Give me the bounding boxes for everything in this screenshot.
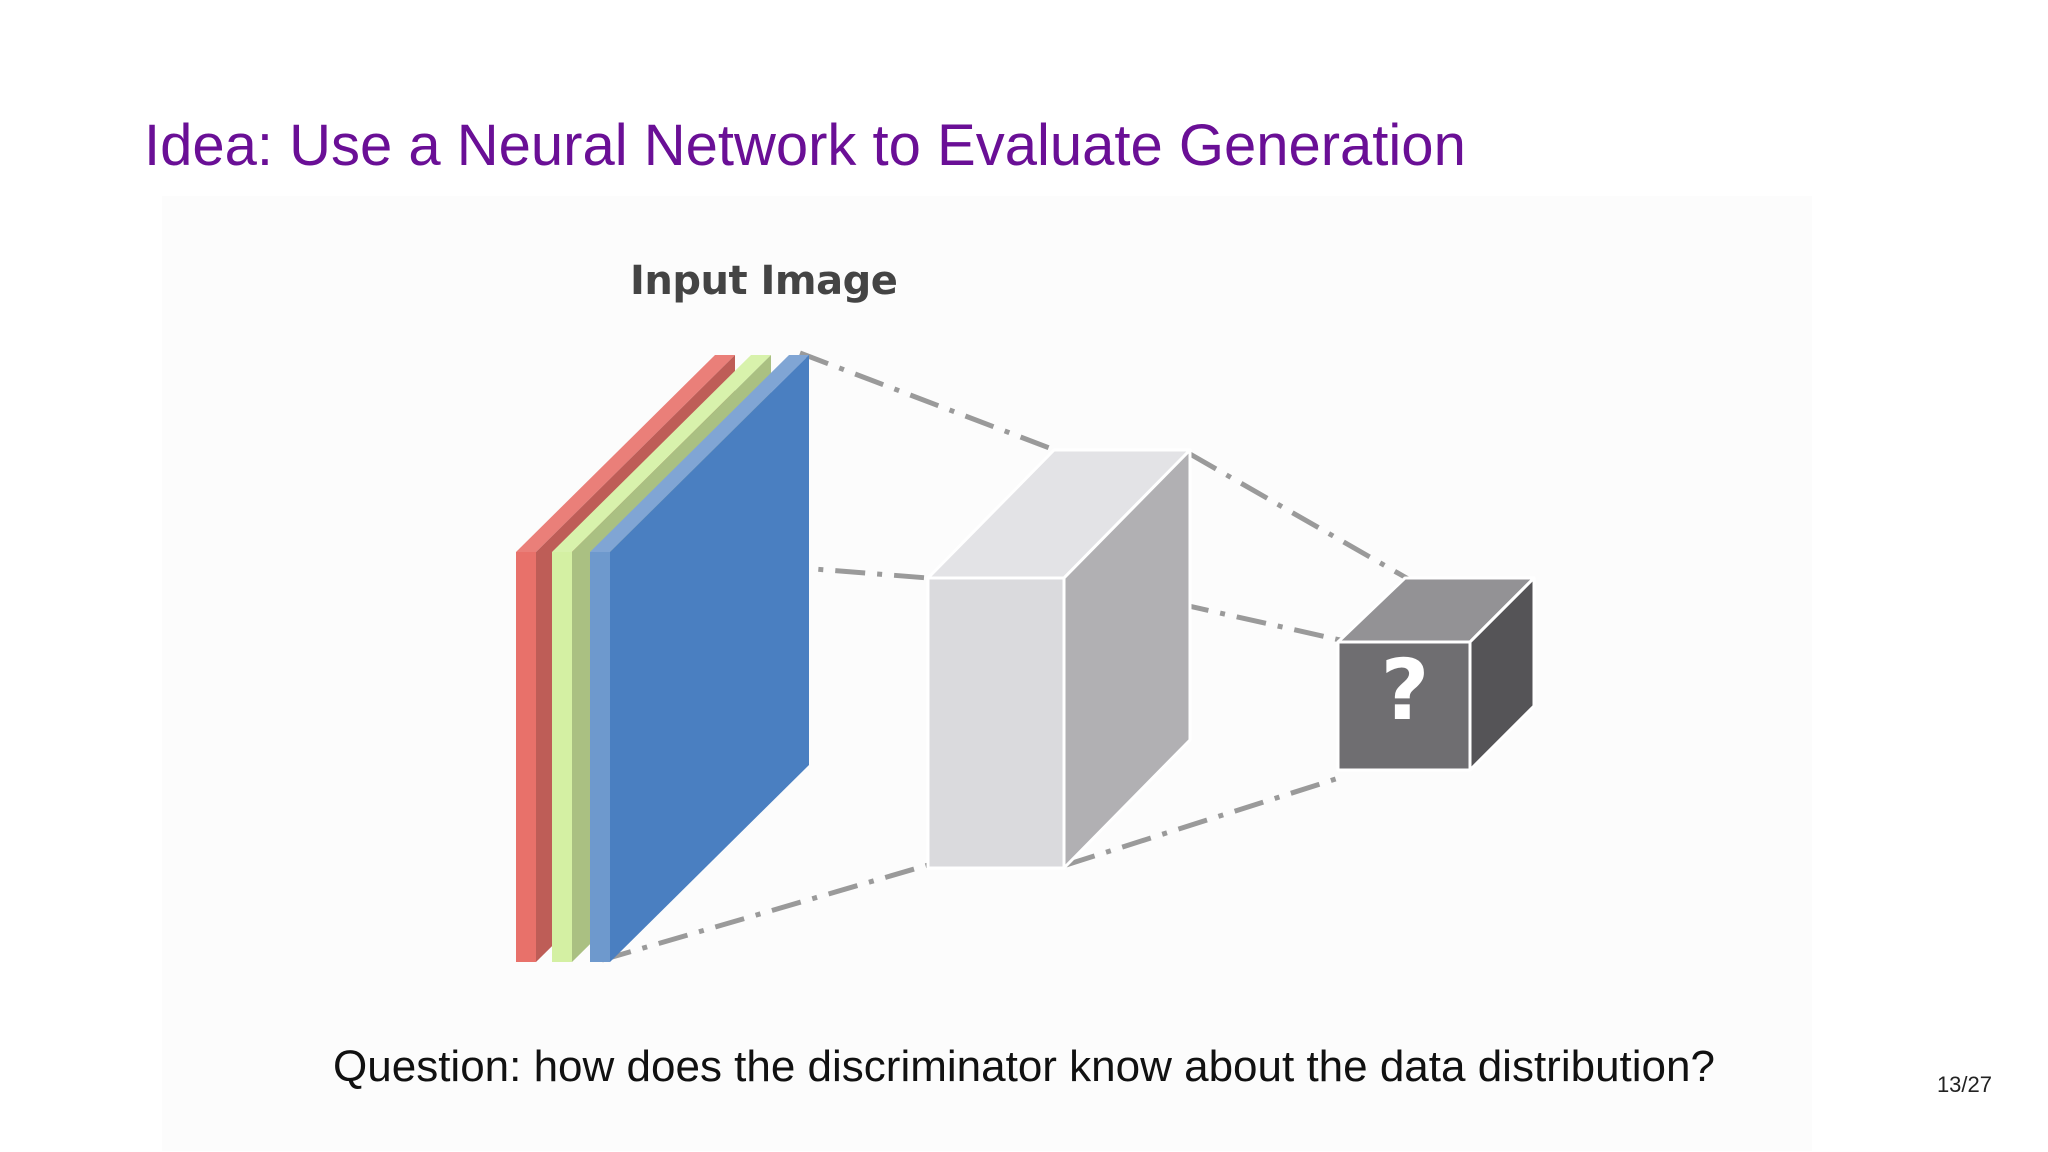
blue-channel-side [610,355,809,962]
connector-line [1065,774,1343,868]
connector-line [601,862,929,963]
slide-title: Idea: Use a Neural Network to Evaluate G… [144,113,1466,178]
connector-line [1188,451,1412,583]
connector-line [1063,575,1341,643]
feature-block-front [926,576,1066,870]
feature-map-block [926,448,1192,870]
red-channel-top [516,355,735,552]
output-cube [1336,576,1536,772]
blue-channel-front [590,552,610,962]
green-channel-front [552,552,572,962]
page-number: 13/27 [1936,1072,1992,1097]
question-text: Question: how does the discriminator kno… [333,1042,1715,1091]
connector-line [799,350,1061,455]
input-image-label: Input Image [630,258,898,304]
input-image-stack [516,355,809,962]
output-cube-front [1336,640,1472,772]
green-channel-top [552,355,771,552]
output-question-mark: ? [1380,641,1430,739]
red-channel-front [516,552,536,962]
blue-channel-top [590,355,809,552]
